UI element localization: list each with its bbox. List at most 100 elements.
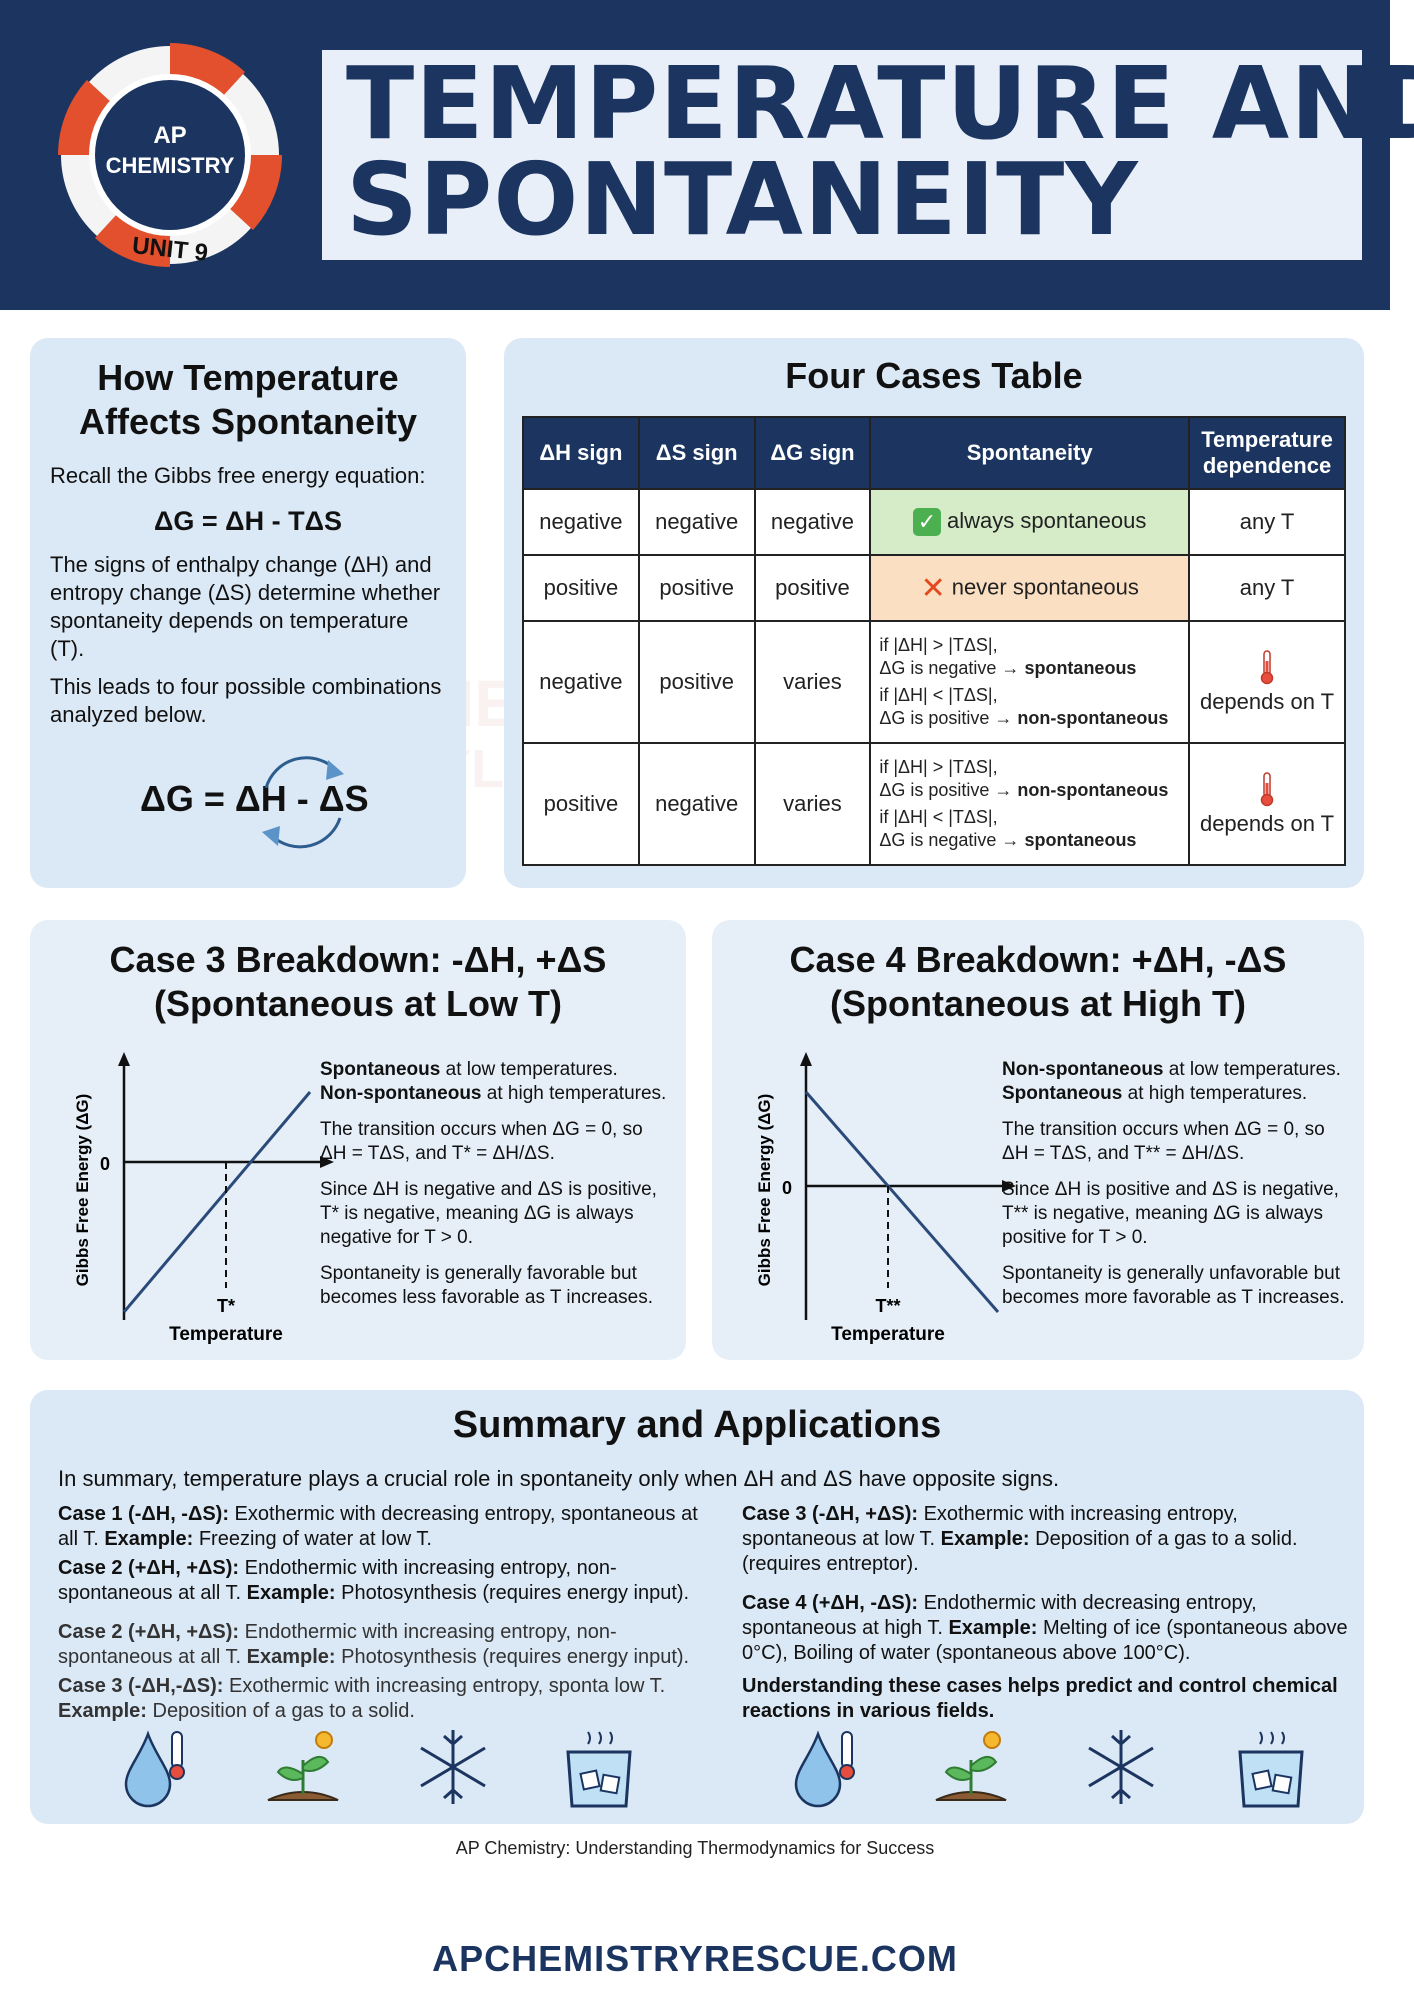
condition-result: ΔG is positive → non-spontaneous	[879, 707, 1180, 730]
case4-title-line2: (Spontaneous at High T)	[830, 983, 1246, 1024]
header-dg: ΔG sign	[753, 416, 872, 490]
spontaneity-text: always spontaneous	[947, 507, 1147, 533]
case4-title-line1: Case 4 Breakdown: +ΔH, -ΔS	[789, 939, 1287, 980]
zero-label: 0	[100, 1154, 110, 1174]
summary-right-column: Case 3 (-ΔH, +ΔS): Exothermic with incre…	[742, 1502, 1352, 1728]
tstar-label: T**	[875, 1296, 900, 1316]
beaker-ice-icon	[566, 1731, 632, 1808]
case3-text1: at low temperatures.	[440, 1059, 618, 1080]
summary-item-label: Case 1 (-ΔH, -ΔS):	[58, 1503, 229, 1525]
summary-closing-text: Understanding these cases helps predict …	[742, 1675, 1338, 1722]
y-axis-arrow-icon	[800, 1052, 812, 1066]
summary-example-text: Deposition of a gas to a solid. (require…	[742, 1528, 1298, 1575]
condition-result: ΔG is negative → spontaneous	[879, 657, 1180, 680]
intro-title-line1: How Temperature	[97, 357, 399, 398]
table-row: negative negative negative ✓always spont…	[522, 488, 1346, 556]
cell-ds: positive	[637, 620, 756, 744]
cell-dg: positive	[753, 554, 872, 622]
footer-tagline: AP Chemistry: Understanding Thermodynami…	[455, 1838, 935, 1858]
snowflake-icon	[420, 1730, 486, 1804]
summary-item-text: Exothermic with decreasing entropy, spon…	[58, 1503, 698, 1550]
summary-item: Case 3 (-ΔH,-ΔS): Exothermic with increa…	[58, 1674, 698, 1724]
summary-item-label: Case 2 (+ΔH, +ΔS):	[58, 1557, 240, 1579]
y-axis-label: Gibbs Free Energy (ΔG)	[755, 1094, 774, 1287]
summary-item-label: Case 3 (-ΔH,-ΔS):	[58, 1675, 224, 1697]
table-row: positive positive positive ✕never sponta…	[522, 554, 1346, 622]
summary-item: Case 2 (+ΔH, +ΔS): Endothermic with incr…	[58, 1556, 698, 1606]
cell-ds: negative	[637, 742, 756, 866]
checkmark-icon: ✓	[913, 508, 942, 537]
water-drop-thermometer-icon	[794, 1730, 855, 1808]
condition-line: if |ΔH| > |TΔS|,	[879, 757, 998, 777]
case3-sign-note: Since ΔH is negative and ΔS is positive,…	[320, 1179, 657, 1248]
cell-temp: depends on T	[1188, 620, 1346, 744]
case3-title-line1: Case 3 Breakdown: -ΔH, +ΔS	[109, 939, 607, 980]
page-title-line2: SPONTANEITY	[346, 141, 1139, 258]
case4-title: Case 4 Breakdown: +ΔH, -ΔS (Spontaneous …	[712, 938, 1364, 1026]
case4-graph: 0 T** Temperature Gibbs Free Energy (ΔG)	[755, 1052, 1016, 1345]
cell-temp: any T	[1188, 554, 1346, 622]
case3-text2: at high temperatures.	[481, 1083, 667, 1104]
case4-bold1: Non-spontaneous	[1002, 1059, 1164, 1080]
condition-result: ΔG is negative → spontaneous	[879, 829, 1180, 852]
life-ring-badge-icon: AP CHEMISTRY UNIT 9	[55, 40, 285, 270]
condition-line: if |ΔH| < |TΔS|,	[879, 807, 998, 827]
gibbs-line	[804, 1091, 1000, 1313]
condition-line: if |ΔH| < |TΔS|,	[879, 685, 998, 705]
condition-line: if |ΔH| > |TΔS|,	[879, 635, 998, 655]
title-box: TEMPERATURE AND SPONTANEITY	[322, 45, 1414, 260]
x-axis-arrow-icon	[320, 1156, 334, 1168]
summary-example-label: Example:	[104, 1528, 194, 1550]
summary-example-label: Example:	[246, 1646, 336, 1668]
badge-top: AP	[153, 122, 186, 149]
case3-favorability: Spontaneity is generally favorable but b…	[320, 1263, 654, 1308]
case3-graph: 0 T* Temperature Gibbs Free Energy (ΔG)	[73, 1052, 334, 1345]
cases-table-title: Four Cases Table	[785, 355, 1083, 396]
plant-sun-icon	[935, 1731, 1007, 1801]
cases-table: ΔH sign ΔS sign ΔG sign Spontaneity Temp…	[522, 416, 1346, 866]
cell-spontaneity-conditional: if |ΔH| > |TΔS|, ΔG is negative → sponta…	[869, 620, 1191, 744]
summary-icons-row	[30, 1722, 1364, 1812]
case4-favorability: Spontaneity is generally unfavorable but…	[1002, 1263, 1345, 1308]
cell-temp: depends on T	[1188, 742, 1346, 866]
summary-closing: Understanding these cases helps predict …	[742, 1674, 1352, 1724]
condition-outcome: spontaneous	[1024, 830, 1137, 850]
plant-sun-icon	[267, 1731, 339, 1801]
case4-transition: The transition occurs when ΔG = 0, so ΔH…	[1002, 1119, 1325, 1164]
cell-ds: positive	[637, 554, 756, 622]
summary-item: Case 3 (-ΔH, +ΔS): Exothermic with incre…	[742, 1502, 1352, 1577]
footer-site-link[interactable]: APCHEMISTRYRESCUE.COM	[432, 1938, 958, 1979]
case3-panel: Case 3 Breakdown: -ΔH, +ΔS (Spontaneous …	[30, 920, 686, 1360]
header-temperature: Temperature dependence	[1188, 416, 1346, 490]
tstar-label: T*	[217, 1296, 235, 1316]
intro-title-line2: Affects Spontaneity	[78, 401, 418, 442]
summary-panel: Summary and Applications In summary, tem…	[30, 1390, 1364, 1824]
summary-item-text: Endothermic with increasing entropy, non…	[58, 1557, 617, 1604]
header-spontaneity: Spontaneity	[869, 416, 1191, 490]
snowflake-icon	[1088, 1730, 1154, 1804]
gibbs-line	[122, 1091, 312, 1313]
page-title-line1: TEMPERATURE AND	[346, 45, 1414, 162]
case4-text: Non-spontaneous at low temperatures. Spon…	[1002, 1058, 1354, 1322]
case3-bold2: Non-spontaneous	[320, 1083, 482, 1104]
condition-text: ΔG is positive →	[879, 780, 1018, 800]
summary-item-text: Endothermic with increasing entropy, non…	[58, 1621, 617, 1668]
y-axis-label: Gibbs Free Energy (ΔG)	[73, 1094, 92, 1287]
header-ds: ΔS sign	[637, 416, 756, 490]
table-header-row: ΔH sign ΔS sign ΔG sign Spontaneity Temp…	[522, 416, 1346, 490]
summary-item: Case 4 (+ΔH, -ΔS): Endothermic with decr…	[742, 1591, 1352, 1666]
condition-outcome: non-spontaneous	[1017, 780, 1169, 800]
cell-dg: negative	[753, 488, 872, 556]
badge-mid: CHEMISTRY	[106, 153, 235, 178]
summary-left-column: Case 1 (-ΔH, -ΔS): Exothermic with decre…	[58, 1502, 698, 1728]
summary-example-text: Deposition of a gas to a solid.	[146, 1700, 415, 1722]
intro-recall: Recall the Gibbs free energy equation:	[50, 463, 426, 488]
cell-dh: negative	[522, 620, 640, 744]
table-row: positive negative varies if |ΔH| > |TΔS|…	[522, 742, 1346, 866]
case4-text1: at low temperatures.	[1163, 1059, 1341, 1080]
summary-item-label: Case 4 (+ΔH, -ΔS):	[742, 1592, 919, 1614]
case4-panel: Case 4 Breakdown: +ΔH, -ΔS (Spontaneous …	[712, 920, 1364, 1360]
case3-summary: Spontaneous at low temperatures.Non-spon…	[320, 1058, 672, 1106]
summary-example-label: Example:	[246, 1582, 336, 1604]
cell-spontaneity: ✕never spontaneous	[869, 554, 1191, 622]
